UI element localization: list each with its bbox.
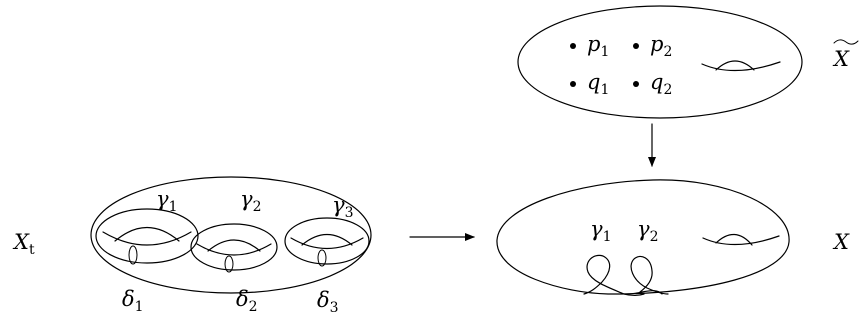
- tilde-mark: [833, 39, 859, 45]
- x-t-handle-1: [95, 208, 199, 265]
- gamma-1-label-left: γ1: [156, 187, 177, 215]
- x-tilde-letter: X: [832, 47, 850, 71]
- surface-x-tilde: p1 p2 q1 q2: [517, 5, 803, 119]
- surface-x-t: γ1 γ2 γ3 δ1 δ2 δ3: [90, 176, 372, 316]
- delta-1-label: δ1: [122, 287, 144, 315]
- x-tilde-outline: [517, 5, 803, 119]
- x-tilde-label: X: [832, 39, 859, 71]
- node-gamma-2: [630, 255, 669, 295]
- gamma-2-label-right: γ2: [637, 217, 658, 245]
- p1-label: p1: [587, 32, 609, 60]
- delta-2-cycle: [224, 255, 234, 273]
- x-t-handle-2: [190, 223, 278, 273]
- point-q2: [633, 81, 639, 87]
- point-p1: [570, 43, 576, 49]
- x-tilde-handle: [701, 60, 781, 72]
- point-p2: [633, 43, 639, 49]
- x-t-label: Xt: [12, 230, 35, 258]
- node-gamma-1: [583, 254, 645, 297]
- p2-label: p2: [650, 32, 672, 60]
- x-t-outline: [90, 176, 372, 294]
- gamma-3-label-left: γ3: [332, 193, 353, 221]
- q1-label: q1: [587, 70, 609, 98]
- q2-label: q2: [650, 70, 672, 98]
- delta-2-label: δ2: [236, 287, 258, 315]
- x-label: X: [832, 230, 850, 254]
- gamma-2-label-left: γ2: [240, 187, 261, 215]
- delta-3-label: δ3: [317, 288, 339, 316]
- x-handle: [702, 233, 780, 246]
- x-t-handle-3: [284, 217, 370, 267]
- gamma-1-label-right: γ1: [590, 217, 611, 245]
- x-outline: [496, 179, 790, 295]
- surface-x: γ1 γ2: [496, 179, 790, 297]
- delta-3-cycle: [317, 249, 327, 267]
- point-q1: [570, 81, 576, 87]
- delta-1-cycle: [128, 245, 138, 265]
